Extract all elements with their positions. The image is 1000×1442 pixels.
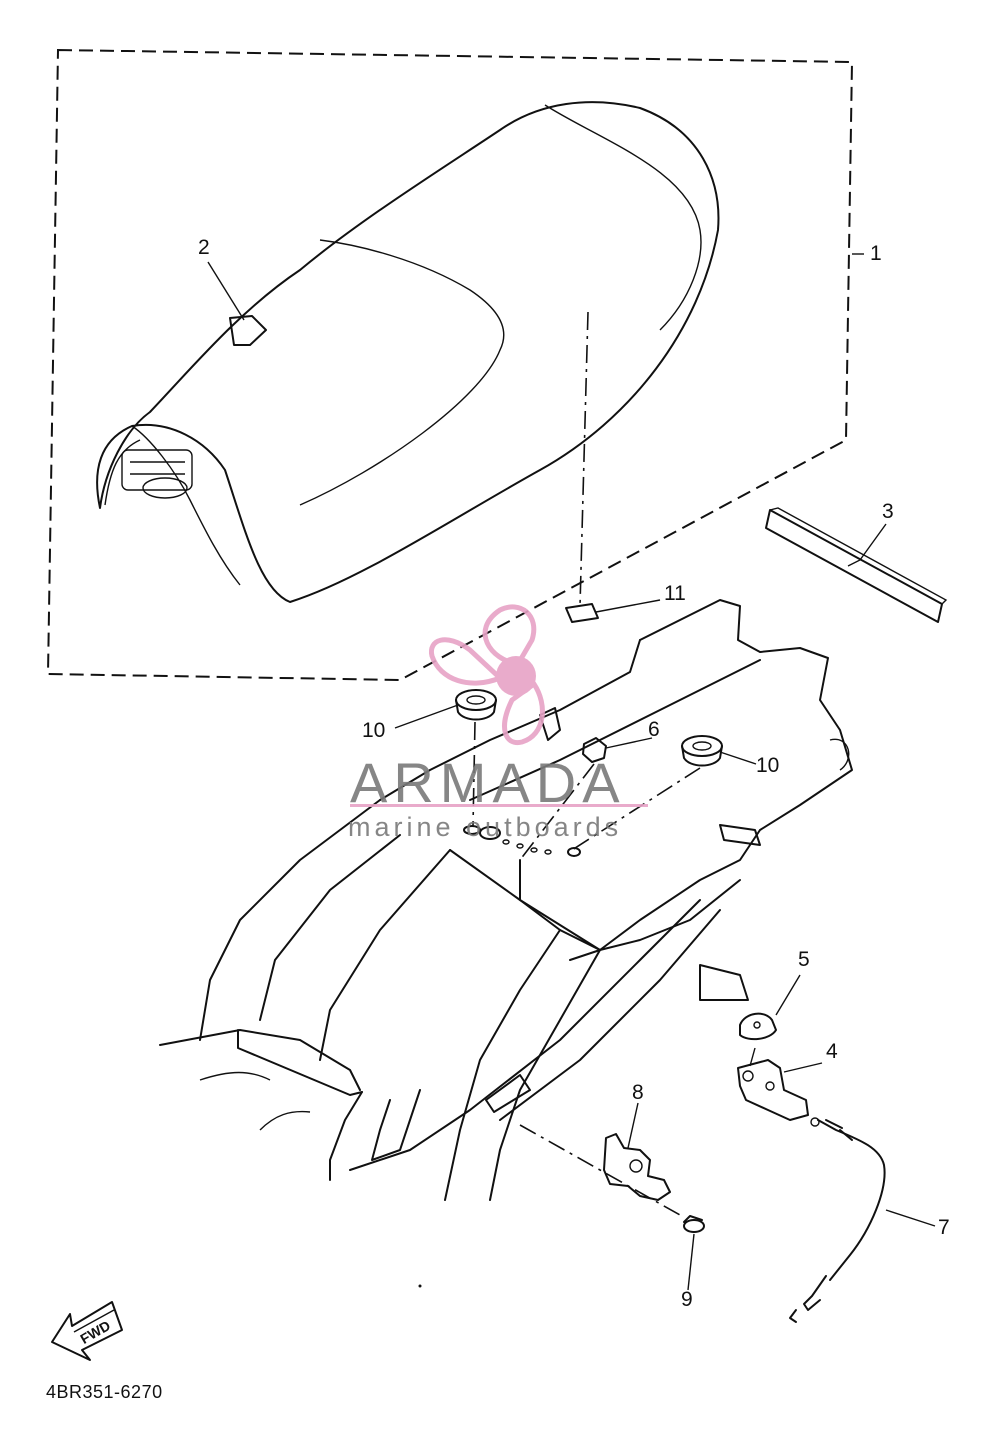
bolt	[683, 1215, 705, 1233]
lock-plate	[739, 1012, 777, 1041]
watermark: ARMADA marine outboards	[348, 604, 648, 842]
propeller-logo-icon	[428, 604, 545, 746]
callout-5: 5	[798, 948, 810, 971]
damper-pad	[565, 603, 599, 623]
callout-2: 2	[198, 236, 210, 259]
watermark-tagline: marine outboards	[348, 812, 622, 842]
callout-6: 6	[648, 718, 660, 741]
leader-lines	[207, 253, 936, 1291]
callout-9: 9	[681, 1288, 693, 1311]
forward-arrow-icon: FWD	[51, 1301, 123, 1361]
seat-lock-cable	[789, 1117, 886, 1323]
part-code: 4BR351-6270	[46, 1382, 163, 1402]
seal-strip	[765, 507, 948, 623]
rear-frame	[159, 599, 853, 1201]
callout-10-right: 10	[756, 754, 779, 777]
key-lock	[603, 1133, 671, 1201]
seat	[96, 101, 720, 603]
callout-1: 1	[870, 242, 882, 265]
rubber-grommet-right	[681, 735, 723, 767]
nut	[582, 737, 607, 763]
callout-3: 3	[882, 500, 894, 523]
callout-11: 11	[664, 582, 686, 605]
callout-8: 8	[632, 1081, 644, 1104]
callout-4: 4	[826, 1040, 838, 1063]
watermark-name: ARMADA	[350, 751, 626, 814]
seat-lock	[737, 1059, 809, 1121]
rubber-grommet-left	[455, 689, 497, 721]
seat-hook-part	[229, 315, 267, 346]
mounting-holes	[463, 825, 581, 857]
callout-7: 7	[938, 1216, 950, 1239]
seat-assembly-boundary	[46, 48, 854, 682]
callout-10-left: 10	[362, 719, 385, 742]
